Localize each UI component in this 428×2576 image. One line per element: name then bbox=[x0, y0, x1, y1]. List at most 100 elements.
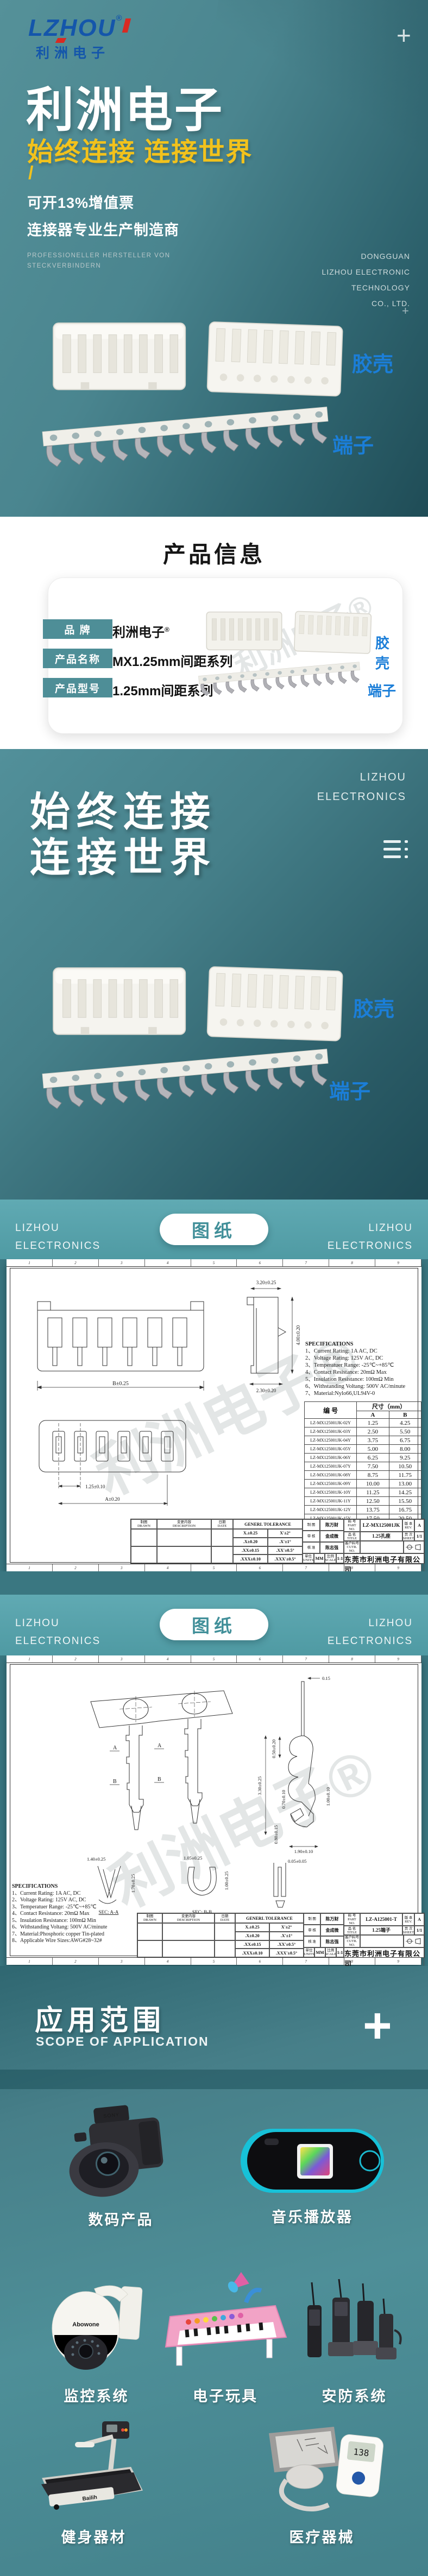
decor-stripe bbox=[0, 2070, 428, 2089]
section-a-label: SEC: A-A bbox=[99, 1909, 119, 1915]
dim-top-width: 3.20±0.25 bbox=[256, 1280, 276, 1285]
treadmill-brand-text: Bailih bbox=[82, 2495, 97, 2502]
projection-symbol-icon bbox=[404, 1541, 424, 1553]
terminal-label: 端子 bbox=[368, 683, 396, 699]
terminal-front-view: A A B B bbox=[90, 1690, 233, 1830]
note-left-line2: STECKVERBINDERN bbox=[27, 263, 102, 269]
app-item-label: 医疗器械 bbox=[289, 2529, 355, 2546]
digital-camera-photo: SONY bbox=[69, 2105, 163, 2197]
logo-wordmark: LZHOU® bbox=[28, 14, 123, 40]
app-item-label: 安防系统 bbox=[322, 2388, 387, 2404]
logo-subtext: 利洲电子 bbox=[36, 46, 110, 61]
app-item-fitness: Bailih 健身器材 bbox=[30, 2414, 158, 2547]
dim-170: 1.70±0.25 bbox=[130, 1874, 136, 1893]
dim-080: 0.80±0.15 bbox=[273, 1825, 279, 1844]
surveillance-camera-photo: Abowone bbox=[52, 2285, 143, 2370]
terminal-side-view: 0.15 0.50±0.20 3.30±0.25 0.70±0.10 1.00±… bbox=[257, 1676, 331, 1854]
treadmill-photo: Bailih bbox=[41, 2421, 143, 2510]
product-info-section: 产品信息 利洲电子® 品 牌 利洲电子® 产品名称 MX1.25mm间距系列 产… bbox=[0, 517, 428, 749]
app-item-label: 健身器材 bbox=[61, 2529, 127, 2546]
dim-100b: 1.00±0.25 bbox=[224, 1871, 229, 1890]
housing-pair-photo-small bbox=[206, 611, 372, 654]
dim-070: 0.70±0.10 bbox=[281, 1790, 286, 1809]
dim-side-height: 4.00±0.20 bbox=[295, 1325, 301, 1345]
app-item-security: 安防系统 bbox=[296, 2278, 413, 2406]
app-item-toy: 电子玩具 bbox=[158, 2270, 293, 2406]
music-player-photo bbox=[241, 2129, 384, 2193]
brand-line1: LIZHOU bbox=[360, 771, 406, 783]
app-item-cctv: Abowone 监控系统 bbox=[35, 2270, 158, 2406]
application-title: 应用范围 bbox=[35, 2005, 166, 2036]
title-block: 制图 DRAWN 变更内容 DESCRIPTION 日期 DATE GENERL… bbox=[137, 1913, 425, 1968]
housing-side-view: 3.20±0.25 4.00±0.20 2.30±0.20 bbox=[247, 1280, 301, 1393]
terminal-strip-photo bbox=[42, 407, 329, 468]
brand-text: LIZHOU ELECTRONICS bbox=[317, 767, 406, 807]
hero-selling-point-1: 可开13%增值票 bbox=[27, 195, 135, 211]
title-block: 制图 DRAWN 变更内容 DESCRIPTION 日期 DATE GENERL… bbox=[130, 1519, 425, 1573]
connect-headline-1: 始终连接 bbox=[30, 789, 217, 834]
note-right-line4: CO., LTD. bbox=[372, 299, 410, 308]
small-plus-decor-icon: + bbox=[402, 304, 409, 318]
app-item-label: 音乐播放器 bbox=[272, 2209, 353, 2225]
note-left-line1: PROFESSIONELLER HERSTELLER VON bbox=[27, 252, 171, 259]
hero-slash-decor: / bbox=[28, 163, 34, 183]
hero-selling-point-2: 连接器专业生产制造商 bbox=[27, 222, 179, 238]
section-b-label: SEC: B-B bbox=[192, 1909, 212, 1915]
plus-icon: + bbox=[363, 1998, 392, 2053]
app-item-label: 电子玩具 bbox=[193, 2388, 258, 2404]
menu-icon[interactable] bbox=[383, 840, 412, 863]
app-item-label: 监控系统 bbox=[64, 2388, 129, 2404]
dim-100a: 1.00±0.10 bbox=[325, 1787, 331, 1806]
dim-total: A±0.20 bbox=[105, 1496, 120, 1502]
app-item-music: 音乐播放器 bbox=[234, 2123, 391, 2226]
section-mark-b1: B bbox=[113, 1779, 117, 1785]
projection-symbol-icon bbox=[404, 1935, 424, 1947]
svg-text:138: 138 bbox=[353, 2446, 370, 2458]
note-right-line3: TECHNOLOGY bbox=[351, 283, 410, 292]
brand-row-label: 品 牌 bbox=[43, 619, 112, 639]
housing-pair-photo bbox=[53, 966, 343, 1042]
terminal-label: 端子 bbox=[329, 1081, 371, 1103]
drawing-button[interactable]: 图纸 bbox=[160, 1214, 268, 1245]
product-model-row-value: 1.25mm间距系列 bbox=[112, 684, 213, 699]
application-subtitle: SCOPE OF APPLICATION bbox=[36, 2034, 209, 2048]
product-info-title: 产品信息 bbox=[162, 542, 265, 567]
connect-headline-2: 连接世界 bbox=[30, 835, 217, 880]
company-name-cn: 东莞市利洲电子有限公司 bbox=[344, 1556, 421, 1573]
brand-reg-mark: ® bbox=[165, 626, 169, 633]
section-mark-a2: A bbox=[158, 1743, 162, 1749]
dim-105: 1.05±0.25 bbox=[184, 1855, 202, 1861]
dim-pin-tip: 0.15 bbox=[322, 1676, 330, 1681]
note-right-line1: DONGGUAN bbox=[361, 252, 410, 261]
housing-label: 胶壳 bbox=[353, 998, 395, 1021]
plus-decor-icon: + bbox=[396, 21, 411, 49]
housing-pair-photo bbox=[53, 321, 343, 397]
toy-keyboard-photo bbox=[165, 2272, 287, 2366]
logo-text: LZHOU bbox=[28, 15, 116, 41]
bp-monitor-photo: 138 bbox=[269, 2427, 383, 2511]
drawing-button[interactable]: 图纸 bbox=[160, 1609, 268, 1640]
terminal-label: 端子 bbox=[332, 435, 374, 458]
hero-note-right: DONGGUAN LIZHOU ELECTRONIC TECHNOLOGY CO… bbox=[322, 249, 410, 312]
